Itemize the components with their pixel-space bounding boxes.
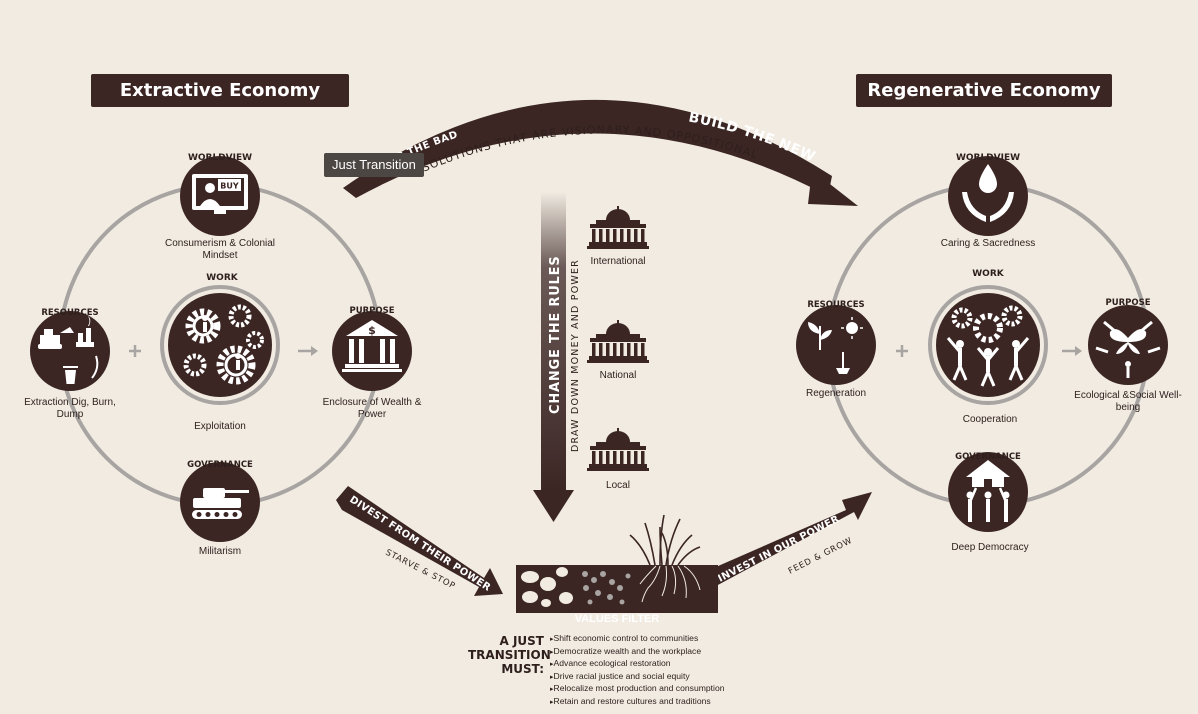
must-item: Relocalize most production and consumpti… (550, 683, 725, 696)
capitol-building-icon (587, 428, 649, 471)
must-line-2: TRANSITION (468, 648, 551, 662)
must-item: Shift economic control to communities (550, 633, 725, 646)
tank-icon (192, 488, 249, 519)
extractive-work-ring (160, 285, 280, 405)
capitol-building-icon (587, 206, 649, 249)
extractive-governance-label: Militarism (198, 546, 242, 557)
extractive-economy-banner: Extractive Economy (91, 74, 349, 107)
regenerative-resources-heading: RESOURCES (807, 300, 864, 310)
extractive-resources-heading: RESOURCES (41, 308, 98, 318)
house-people-icon (966, 460, 1010, 522)
cycle-arrow-icon (91, 355, 99, 379)
change-the-rules-title: CHANGE THE RULES (548, 256, 563, 415)
must-item: Retain and restore cultures and traditio… (550, 696, 725, 709)
change-the-rules-subtitle: DRAW DOWN MONEY AND POWER (570, 259, 581, 452)
regenerative-work-heading: WORK (972, 269, 1005, 279)
plus-icon (129, 345, 141, 357)
values-filter-label: VALUES FILTER (574, 613, 660, 625)
divest-arrow (336, 486, 503, 596)
change-the-rules-arrowhead (533, 490, 574, 522)
filter-rocks-icon (521, 567, 573, 607)
extractive-worldview-label: Consumerism & Colonial Mindset (164, 238, 276, 261)
must-item: Drive racial justice and social equity (550, 671, 725, 684)
trash-can-icon (63, 366, 78, 384)
regenerative-worldview-label: Caring & Sacredness (940, 238, 1036, 249)
extractive-work-label: Exploitation (194, 421, 246, 432)
regenerative-purpose-heading: PURPOSE (1105, 298, 1150, 308)
level-local-label: Local (606, 480, 630, 491)
extractive-purpose-label: Enclosure of Wealth & Power (322, 397, 422, 420)
just-transition-must-heading: A JUST TRANSITION MUST: (468, 634, 551, 676)
arrow-right-icon (298, 346, 318, 356)
level-national-label: National (599, 370, 637, 381)
extractive-resources-label: Extraction Dig, Burn, Dump (24, 397, 116, 420)
regenerative-worldview-node (948, 156, 1028, 236)
regenerative-economy-banner: Regenerative Economy (856, 74, 1112, 107)
butterfly-people-icon (1095, 320, 1161, 378)
extractive-purpose-heading: PURPOSE (349, 306, 394, 316)
extractive-governance-heading: GOVERNANCE (187, 460, 253, 470)
regenerative-work-ring (928, 285, 1048, 405)
regenerative-governance-label: Deep Democracy (951, 542, 1029, 553)
regenerative-worldview-heading: WORLDVIEW (956, 153, 1020, 163)
bulldozer-factory-icon (38, 316, 94, 349)
must-line-3: MUST: (501, 662, 544, 676)
regenerative-governance-heading: GOVERNANCE (955, 452, 1021, 462)
filter-gravel-icon (582, 571, 631, 605)
must-item: Advance ecological restoration (550, 658, 725, 671)
divest-title: DIVEST FROM THEIR POWER (347, 494, 492, 594)
dollar-sign-icon: $ (368, 324, 376, 337)
level-international-label: International (590, 256, 646, 267)
extractive-work-node (168, 293, 272, 397)
bank-dollar-icon (342, 320, 402, 372)
tv-screen-icon (192, 174, 248, 214)
regenerative-work-node (936, 293, 1040, 397)
invest-arrow (709, 492, 872, 586)
hands-water-drop-icon (962, 164, 1014, 222)
buy-screen-text: BUY (220, 182, 239, 191)
tank-wheels (196, 512, 238, 517)
top-arc-arrowhead (808, 170, 858, 206)
sprout-sun-icon (808, 317, 863, 374)
must-item: Democratize wealth and the workplace (550, 646, 725, 659)
grass-icon (629, 514, 701, 566)
plus-icon (896, 345, 908, 357)
capitol-building-icon (587, 320, 649, 363)
people-cooperating-icon (946, 337, 1030, 387)
worker-figures-icon (202, 315, 241, 370)
regenerative-purpose-label: Ecological &Social Well-being (1074, 390, 1182, 413)
regenerative-resources-node (796, 305, 876, 385)
must-line-1: A JUST (499, 634, 544, 648)
change-the-rules-arrow (541, 192, 566, 492)
must-list: Shift economic control to communities De… (550, 633, 725, 708)
just-transition-tooltip: Just Transition (324, 153, 424, 177)
filter-roots-icon (639, 565, 701, 603)
extractive-worldview-heading: WORLDVIEW (188, 153, 252, 163)
capitol-icons (587, 206, 649, 471)
extractive-work-heading: WORK (206, 273, 239, 283)
regenerative-work-label: Cooperation (962, 414, 1018, 425)
cooperation-gears-icon (951, 305, 1023, 343)
arrow-right-icon (1062, 346, 1082, 356)
regenerative-resources-label: Regeneration (805, 388, 867, 399)
top-arc-arrow (343, 99, 832, 198)
